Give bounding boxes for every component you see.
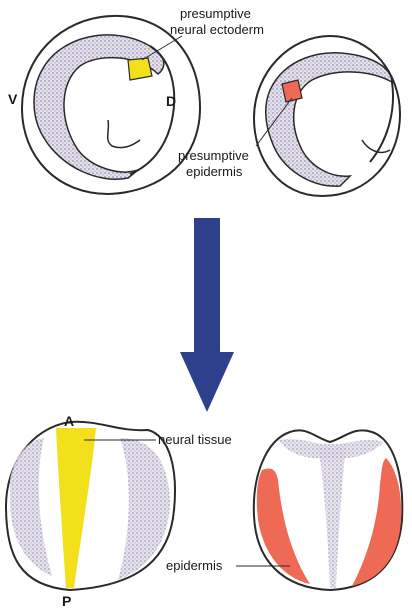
presumptive-neural-ectoderm-label-1: presumptive — [180, 6, 251, 21]
presumptive-epidermis-label-2: epidermis — [186, 164, 243, 179]
neurula-left: neural tissue A P — [6, 413, 232, 609]
presumptive-neural-ectoderm-patch — [128, 58, 152, 80]
ventral-label: V — [8, 91, 18, 107]
down-arrow — [180, 218, 234, 412]
anterior-label: A — [64, 413, 74, 429]
posterior-label: P — [62, 593, 71, 609]
neural-tissue-label: neural tissue — [158, 432, 232, 447]
dorsal-label: D — [166, 93, 176, 109]
neurula-right: epidermis — [166, 430, 402, 590]
gastrula-donor-right: presumptive epidermis — [178, 36, 400, 196]
epidermis-label: epidermis — [166, 558, 223, 573]
presumptive-epidermis-label-1: presumptive — [178, 148, 249, 163]
presumptive-neural-ectoderm-label-2: neural ectoderm — [170, 22, 264, 37]
